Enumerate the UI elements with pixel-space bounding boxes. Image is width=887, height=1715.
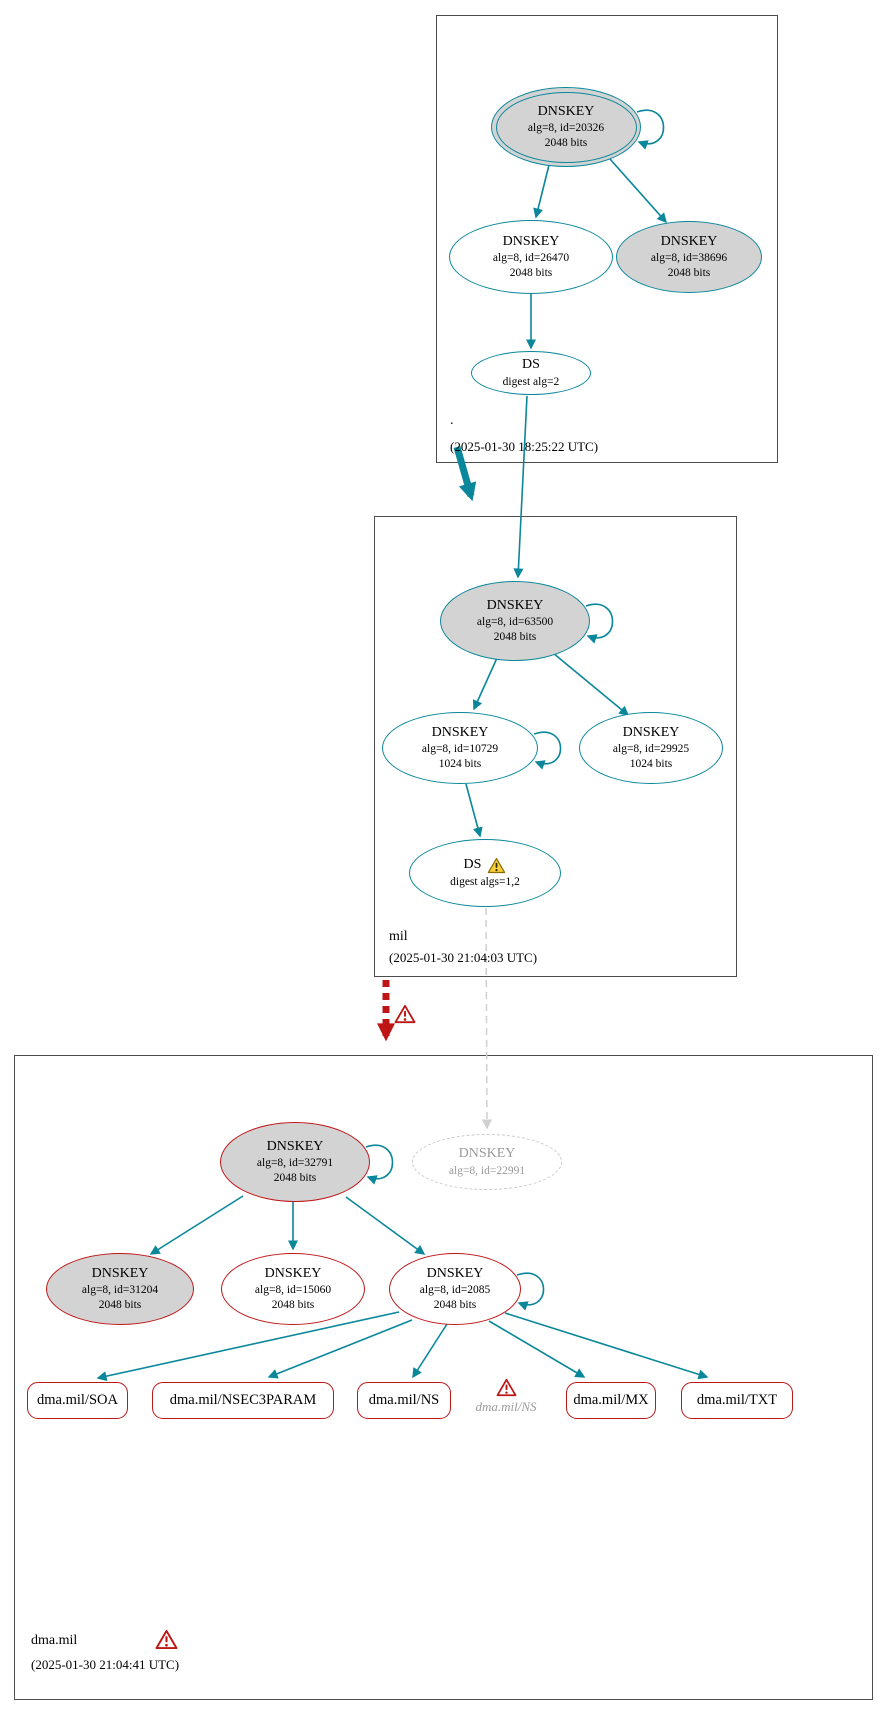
edge-mil-ds-to-missing-dnskey xyxy=(481,907,492,1130)
rrset-label: dma.mil/MX xyxy=(573,1392,649,1408)
error-icon xyxy=(155,1629,178,1650)
node-bits: 2048 bits xyxy=(433,1299,477,1312)
zone-label-mil: mil xyxy=(389,929,408,944)
node-title: DNSKEY xyxy=(264,1265,322,1281)
edge-key2085-to-mx xyxy=(488,1320,586,1378)
ds-mil-node[interactable]: DS digest algs=1,2 xyxy=(409,839,561,907)
node-detail: digest algs=1,2 xyxy=(450,875,520,888)
edge-mil-ksk-selfsign xyxy=(585,603,614,644)
edge-dma-key2085-selfsign xyxy=(516,1272,545,1311)
rrset-label: dma.mil/NSEC3PARAM xyxy=(169,1392,317,1408)
node-bits: 1024 bits xyxy=(629,758,673,771)
zone-box-dma-mil xyxy=(14,1055,873,1700)
zone-timestamp-dma-mil: (2025-01-30 21:04:41 UTC) xyxy=(31,1657,180,1672)
node-title: DNSKEY xyxy=(486,597,544,613)
edge-key2085-to-soa xyxy=(96,1311,400,1382)
node-detail: alg=8, id=10729 xyxy=(421,743,499,756)
rrset-dma-mil-soa[interactable]: dma.mil/SOA xyxy=(27,1382,128,1419)
rrset-label: dma.mil/TXT xyxy=(696,1392,778,1408)
node-title: DNSKEY xyxy=(537,103,595,119)
node-bits: 2048 bits xyxy=(98,1299,142,1312)
edge-mil-ksk-to-zsk xyxy=(472,657,498,711)
dnskey-29925-node[interactable]: DNSKEY alg=8, id=29925 1024 bits xyxy=(579,712,723,784)
edge-key2085-to-ns xyxy=(412,1323,448,1379)
node-detail: alg=8, id=15060 xyxy=(254,1284,332,1297)
zone-box-root xyxy=(436,15,778,463)
node-detail: alg=8, id=63500 xyxy=(476,616,554,629)
dnskey-20326-node[interactable]: DNSKEY alg=8, id=20326 2048 bits xyxy=(491,87,641,167)
zone-timestamp-root: (2025-01-30 18:25:22 UTC) xyxy=(450,439,599,454)
dnskey-38696-node[interactable]: DNSKEY alg=8, id=38696 2048 bits xyxy=(616,221,762,293)
dnskey-10729-node[interactable]: DNSKEY alg=8, id=10729 1024 bits xyxy=(382,712,538,784)
node-detail: alg=8, id=26470 xyxy=(492,252,570,265)
dnskey-15060-node[interactable]: DNSKEY alg=8, id=15060 2048 bits xyxy=(221,1253,365,1325)
edge-root-ksk-selfsign xyxy=(636,109,665,150)
edge-dma-ksk-to-key2085 xyxy=(345,1196,426,1255)
rrset-label: dma.mil/SOA xyxy=(37,1392,118,1408)
node-bits: 2048 bits xyxy=(271,1299,315,1312)
node-title: DNSKEY xyxy=(426,1265,484,1281)
edge-root-ksk-to-zsk xyxy=(533,164,550,219)
dnskey-22991-missing-node[interactable]: DNSKEY alg=8, id=22991 xyxy=(412,1134,562,1190)
node-title: DNSKEY xyxy=(502,233,560,249)
node-detail: alg=8, id=31204 xyxy=(81,1284,159,1297)
edge-dma-ksk-selfsign xyxy=(365,1144,394,1185)
dnskey-2085-node[interactable]: DNSKEY alg=8, id=2085 2048 bits xyxy=(389,1253,521,1325)
node-title: DNSKEY xyxy=(91,1265,149,1281)
node-bits: 2048 bits xyxy=(544,137,588,150)
rrset-dma-mil-ns[interactable]: dma.mil/NS xyxy=(357,1382,451,1419)
node-bits: 2048 bits xyxy=(273,1172,317,1185)
ds-root-node[interactable]: DS digest alg=2 xyxy=(471,351,591,395)
rrset-dma-mil-txt[interactable]: dma.mil/TXT xyxy=(681,1382,793,1419)
node-detail: alg=8, id=20326 xyxy=(527,122,605,135)
rrset-dma-mil-mx[interactable]: dma.mil/MX xyxy=(566,1382,656,1419)
zone-timestamp-mil: (2025-01-30 21:04:03 UTC) xyxy=(389,950,538,965)
node-detail: alg=8, id=2085 xyxy=(419,1284,491,1297)
edge-mil-zsk-selfsign xyxy=(533,731,562,770)
rrset-label: dma.mil/NS xyxy=(368,1392,440,1408)
edge-mil-zsk-to-ds xyxy=(465,783,483,838)
rrset-dma-mil-ns-error[interactable]: dma.mil/NS xyxy=(458,1378,554,1415)
rrset-dma-mil-nsec3param[interactable]: dma.mil/NSEC3PARAM xyxy=(152,1382,334,1419)
edge-mil-ksk-to-key29925 xyxy=(552,652,630,716)
node-title: DS xyxy=(522,357,540,373)
error-icon xyxy=(496,1378,516,1397)
node-title: DNSKEY xyxy=(660,233,718,249)
dnskey-32791-node[interactable]: DNSKEY alg=8, id=32791 2048 bits xyxy=(220,1122,370,1202)
node-title: DS xyxy=(463,857,482,873)
zone-label-dma-mil: dma.mil xyxy=(31,1633,78,1648)
zone-label-root: . xyxy=(450,413,454,428)
dnskey-63500-node[interactable]: DNSKEY alg=8, id=63500 2048 bits xyxy=(440,581,590,661)
warning-icon xyxy=(488,857,506,874)
error-icon xyxy=(394,1004,416,1024)
node-title: DNSKEY xyxy=(458,1146,516,1162)
zone-box-mil xyxy=(374,516,737,977)
node-title: DNSKEY xyxy=(622,724,680,740)
node-title: DNSKEY xyxy=(266,1138,324,1154)
dnskey-26470-node[interactable]: DNSKEY alg=8, id=26470 2048 bits xyxy=(449,220,613,294)
edge-key2085-to-txt xyxy=(504,1312,709,1380)
node-bits: 1024 bits xyxy=(438,758,482,771)
node-title: DNSKEY xyxy=(431,724,489,740)
rrset-label: dma.mil/NS xyxy=(475,1399,537,1414)
node-detail: alg=8, id=22991 xyxy=(448,1164,526,1177)
node-detail: alg=8, id=38696 xyxy=(650,252,728,265)
edge-delegation-root-to-mil xyxy=(453,446,477,502)
edge-dma-ksk-to-key31204 xyxy=(149,1195,244,1255)
node-bits: 2048 bits xyxy=(493,631,537,644)
node-bits: 2048 bits xyxy=(667,267,711,280)
node-detail: alg=8, id=29925 xyxy=(612,743,690,756)
edge-root-ksk-to-key38696 xyxy=(609,158,667,224)
edge-key2085-to-nsec3param xyxy=(267,1319,413,1379)
node-bits: 2048 bits xyxy=(509,267,553,280)
edge-root-ds-to-mil-ksk xyxy=(513,395,528,579)
node-detail: digest alg=2 xyxy=(502,375,560,388)
dnskey-31204-node[interactable]: DNSKEY alg=8, id=31204 2048 bits xyxy=(46,1253,194,1325)
node-detail: alg=8, id=32791 xyxy=(256,1157,334,1170)
